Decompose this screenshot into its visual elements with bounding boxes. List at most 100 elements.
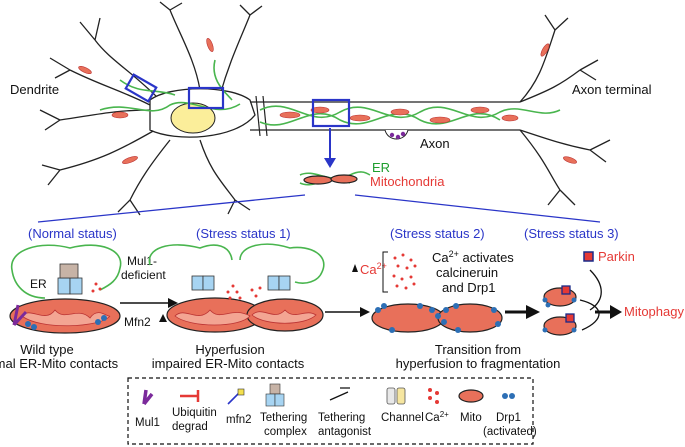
legend-channel-icon-1 xyxy=(386,387,396,405)
legend-ubiquitin-2: degrad xyxy=(172,421,208,433)
stress1-cristae-left xyxy=(174,309,251,326)
panel-stress3: Parkin Mitophagy xyxy=(542,249,684,336)
normal-caption-2: normal ER-Mito contacts xyxy=(0,356,119,371)
stress1-tether-3 xyxy=(267,275,280,291)
ca-up-arrow xyxy=(352,264,358,272)
legend: Mul1 Ubiquitin degrad mfn2 Tethering com… xyxy=(127,377,537,445)
status-stress-2: (Stress status 2) xyxy=(390,226,485,241)
stress2-caption-1: Transition from xyxy=(435,342,521,357)
panel-stress1: Hyperfusion impaired ER-Mito contacts xyxy=(148,243,325,371)
stress1-cristae-right xyxy=(251,309,317,324)
arrow-to-mitophagy-head xyxy=(610,305,622,319)
mfn2-label: Mfn2 xyxy=(124,315,151,329)
stress2-ca-cloud xyxy=(392,253,417,290)
stress2-ca-label: Ca2+ xyxy=(360,261,387,277)
legend-ca-icon xyxy=(428,388,439,404)
stress1-ca xyxy=(226,284,262,300)
panel-normal: ER Wild type normal ER-Mito contacts xyxy=(0,244,122,371)
neuron-illustration: Dendrite Axon terminal Axon ER Mitochond… xyxy=(10,1,652,223)
neuron-mitochondria xyxy=(78,38,577,164)
legend-tether-top-icon xyxy=(269,383,281,395)
panel-stress2: Ca2+ Ca2+ activates calcineruin and Drp1… xyxy=(352,249,560,371)
legend-mfn2: mfn2 xyxy=(226,414,252,426)
vesicles xyxy=(384,129,409,140)
legend-tethering-1: Tethering xyxy=(260,412,307,424)
activates-line-3: and Drp1 xyxy=(442,280,495,295)
stress1-er xyxy=(148,243,325,284)
normal-mul1 xyxy=(12,304,28,327)
legend-mito-icon xyxy=(458,389,484,403)
status-stress-3: (Stress status 3) xyxy=(524,226,619,241)
mitophagy-label: Mitophagy xyxy=(624,304,684,319)
stress1-tether-4 xyxy=(278,275,291,291)
mfn2-up-arrow xyxy=(159,314,167,322)
zoom-mito-label: Mitochondria xyxy=(370,174,445,189)
normal-drp1 xyxy=(25,315,107,330)
stress1-caption-1: Hyperfusion xyxy=(195,342,264,357)
legend-channel: Channel xyxy=(381,412,424,424)
legend-mito: Mito xyxy=(460,412,482,424)
dendrite-label: Dendrite xyxy=(10,82,59,97)
stress2-drp1 xyxy=(375,303,501,333)
normal-cristae xyxy=(21,309,111,327)
legend-box xyxy=(127,377,534,445)
legend-antagonist-2: antagonist xyxy=(318,426,372,438)
normal-ca xyxy=(91,282,102,293)
legend-ca: Ca2+ xyxy=(425,410,449,424)
parkin-on-mito-top xyxy=(561,285,571,295)
axon-break xyxy=(255,95,268,137)
legend-drp1-icon-2 xyxy=(509,393,515,399)
legend-channel-icon-2 xyxy=(396,387,406,405)
ca-bracket xyxy=(382,251,388,293)
arrow-stress1-stress2-head xyxy=(360,307,370,317)
soma-er xyxy=(99,59,241,112)
axon-terminal-label: Axon terminal xyxy=(572,82,652,97)
parkin-square xyxy=(583,251,594,262)
legend-mul1-icon xyxy=(142,389,154,406)
mul1-deficient-1: Mul1- xyxy=(127,254,157,268)
legend-mul1: Mul1 xyxy=(135,417,160,429)
legend-antagonist-icon xyxy=(329,387,350,401)
legend-ubiquitin-1: Ubiquitin xyxy=(172,407,217,419)
arrow-normal-stress1-head xyxy=(168,298,178,308)
normal-er xyxy=(11,244,122,299)
fan-line-right xyxy=(354,194,601,223)
legend-ubiquitin-icon xyxy=(180,390,200,402)
parkin-on-mito-bottom xyxy=(565,313,575,323)
axon-er-2 xyxy=(259,112,501,126)
normal-caption-1: Wild type xyxy=(20,342,73,357)
zoomed-er-mito xyxy=(299,171,371,186)
axon-label: Axon xyxy=(420,136,450,151)
axon-terminal-branches xyxy=(519,14,611,206)
parkin-recruit-arrow xyxy=(589,269,602,311)
legend-drp1-1: Drp1 xyxy=(496,412,521,424)
legend-tether-right-icon xyxy=(274,393,285,407)
arrow-stress2-stress3-head xyxy=(526,305,540,319)
mul1-deficient-2: deficient xyxy=(121,268,166,282)
activates-line-2: calcineruin xyxy=(436,265,498,280)
stress2-caption-2: hyperfusion to fragmentation xyxy=(396,356,561,371)
legend-antagonist-1: Tethering xyxy=(318,412,365,424)
zoom-arrow-head xyxy=(324,158,336,168)
activates-line-1: Ca2+ activates xyxy=(432,249,514,265)
parkin-label: Parkin xyxy=(598,249,635,264)
mito-cycle-arrow xyxy=(579,299,600,331)
stress1-tether-1 xyxy=(191,275,204,291)
normal-tether-top xyxy=(59,263,79,279)
legend-tethering-2: complex xyxy=(264,426,307,438)
stress1-tether-2 xyxy=(202,275,215,291)
zoom-er-label: ER xyxy=(372,160,390,175)
normal-tether-1 xyxy=(57,277,71,295)
legend-drp1-icon-1 xyxy=(502,393,508,399)
legend-drp1-2: (activated) xyxy=(483,426,537,438)
status-stress-1: (Stress status 1) xyxy=(196,226,291,241)
zoom-boxes xyxy=(124,73,351,128)
legend-tether-left-icon xyxy=(265,393,276,407)
legend-mfn2-head xyxy=(237,388,245,396)
stress3-drp1 xyxy=(542,297,577,333)
normal-er-label: ER xyxy=(30,277,47,291)
normal-tether-2 xyxy=(69,277,83,295)
stress1-caption-2: impaired ER-Mito contacts xyxy=(152,356,305,371)
fan-line-left xyxy=(37,194,306,223)
